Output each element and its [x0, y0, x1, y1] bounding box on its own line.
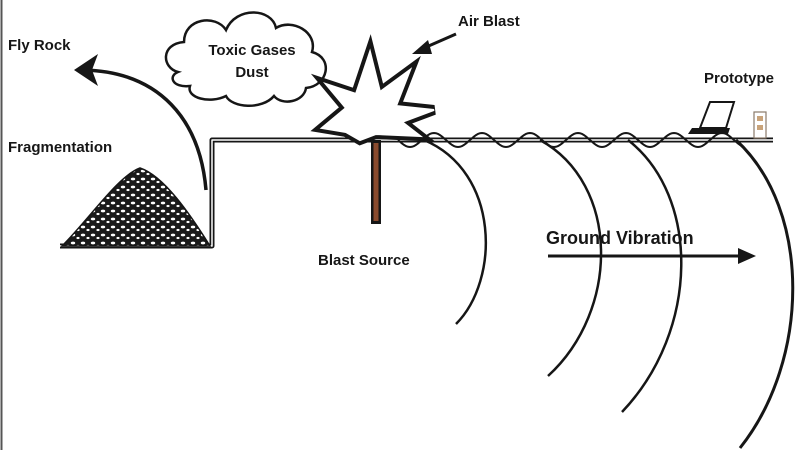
air-blast-arrowhead-icon — [412, 40, 432, 54]
ground-vibration-label: Ground Vibration — [546, 228, 694, 248]
toxic-gases-dust-label: Toxic Gases Dust — [196, 40, 308, 84]
vibration-wave-3 — [621, 139, 683, 413]
dust-label: Dust — [235, 63, 269, 81]
toxic-gases-label: Toxic Gases — [208, 42, 296, 59]
vibration-wave-2 — [539, 138, 603, 377]
cloud-icon — [164, 11, 328, 107]
fly-rock-label: Fly Rock — [8, 37, 71, 54]
vibration-arrow-icon — [738, 248, 756, 264]
explosion-icon — [319, 48, 435, 142]
laptop-screen-icon — [698, 101, 736, 129]
surface-wave — [397, 131, 743, 149]
sensor-module-bottom — [757, 125, 763, 130]
air-blast-label: Air Blast — [458, 13, 520, 30]
fragmentation-label: Fragmentation — [8, 139, 113, 156]
sensor-module-top — [757, 116, 763, 121]
rubble-pile-icon — [60, 167, 212, 247]
laptop-icon — [688, 128, 730, 134]
borehole-icon — [373, 143, 379, 221]
vibration-wave-4 — [734, 138, 795, 449]
fly-rock-arrow-icon — [83, 68, 208, 191]
fly-rock-arrowhead-icon — [74, 54, 98, 86]
vibration-wave-1 — [423, 138, 488, 325]
blast-source-label: Blast Source — [318, 252, 410, 269]
prototype-label: Prototype — [704, 70, 775, 87]
